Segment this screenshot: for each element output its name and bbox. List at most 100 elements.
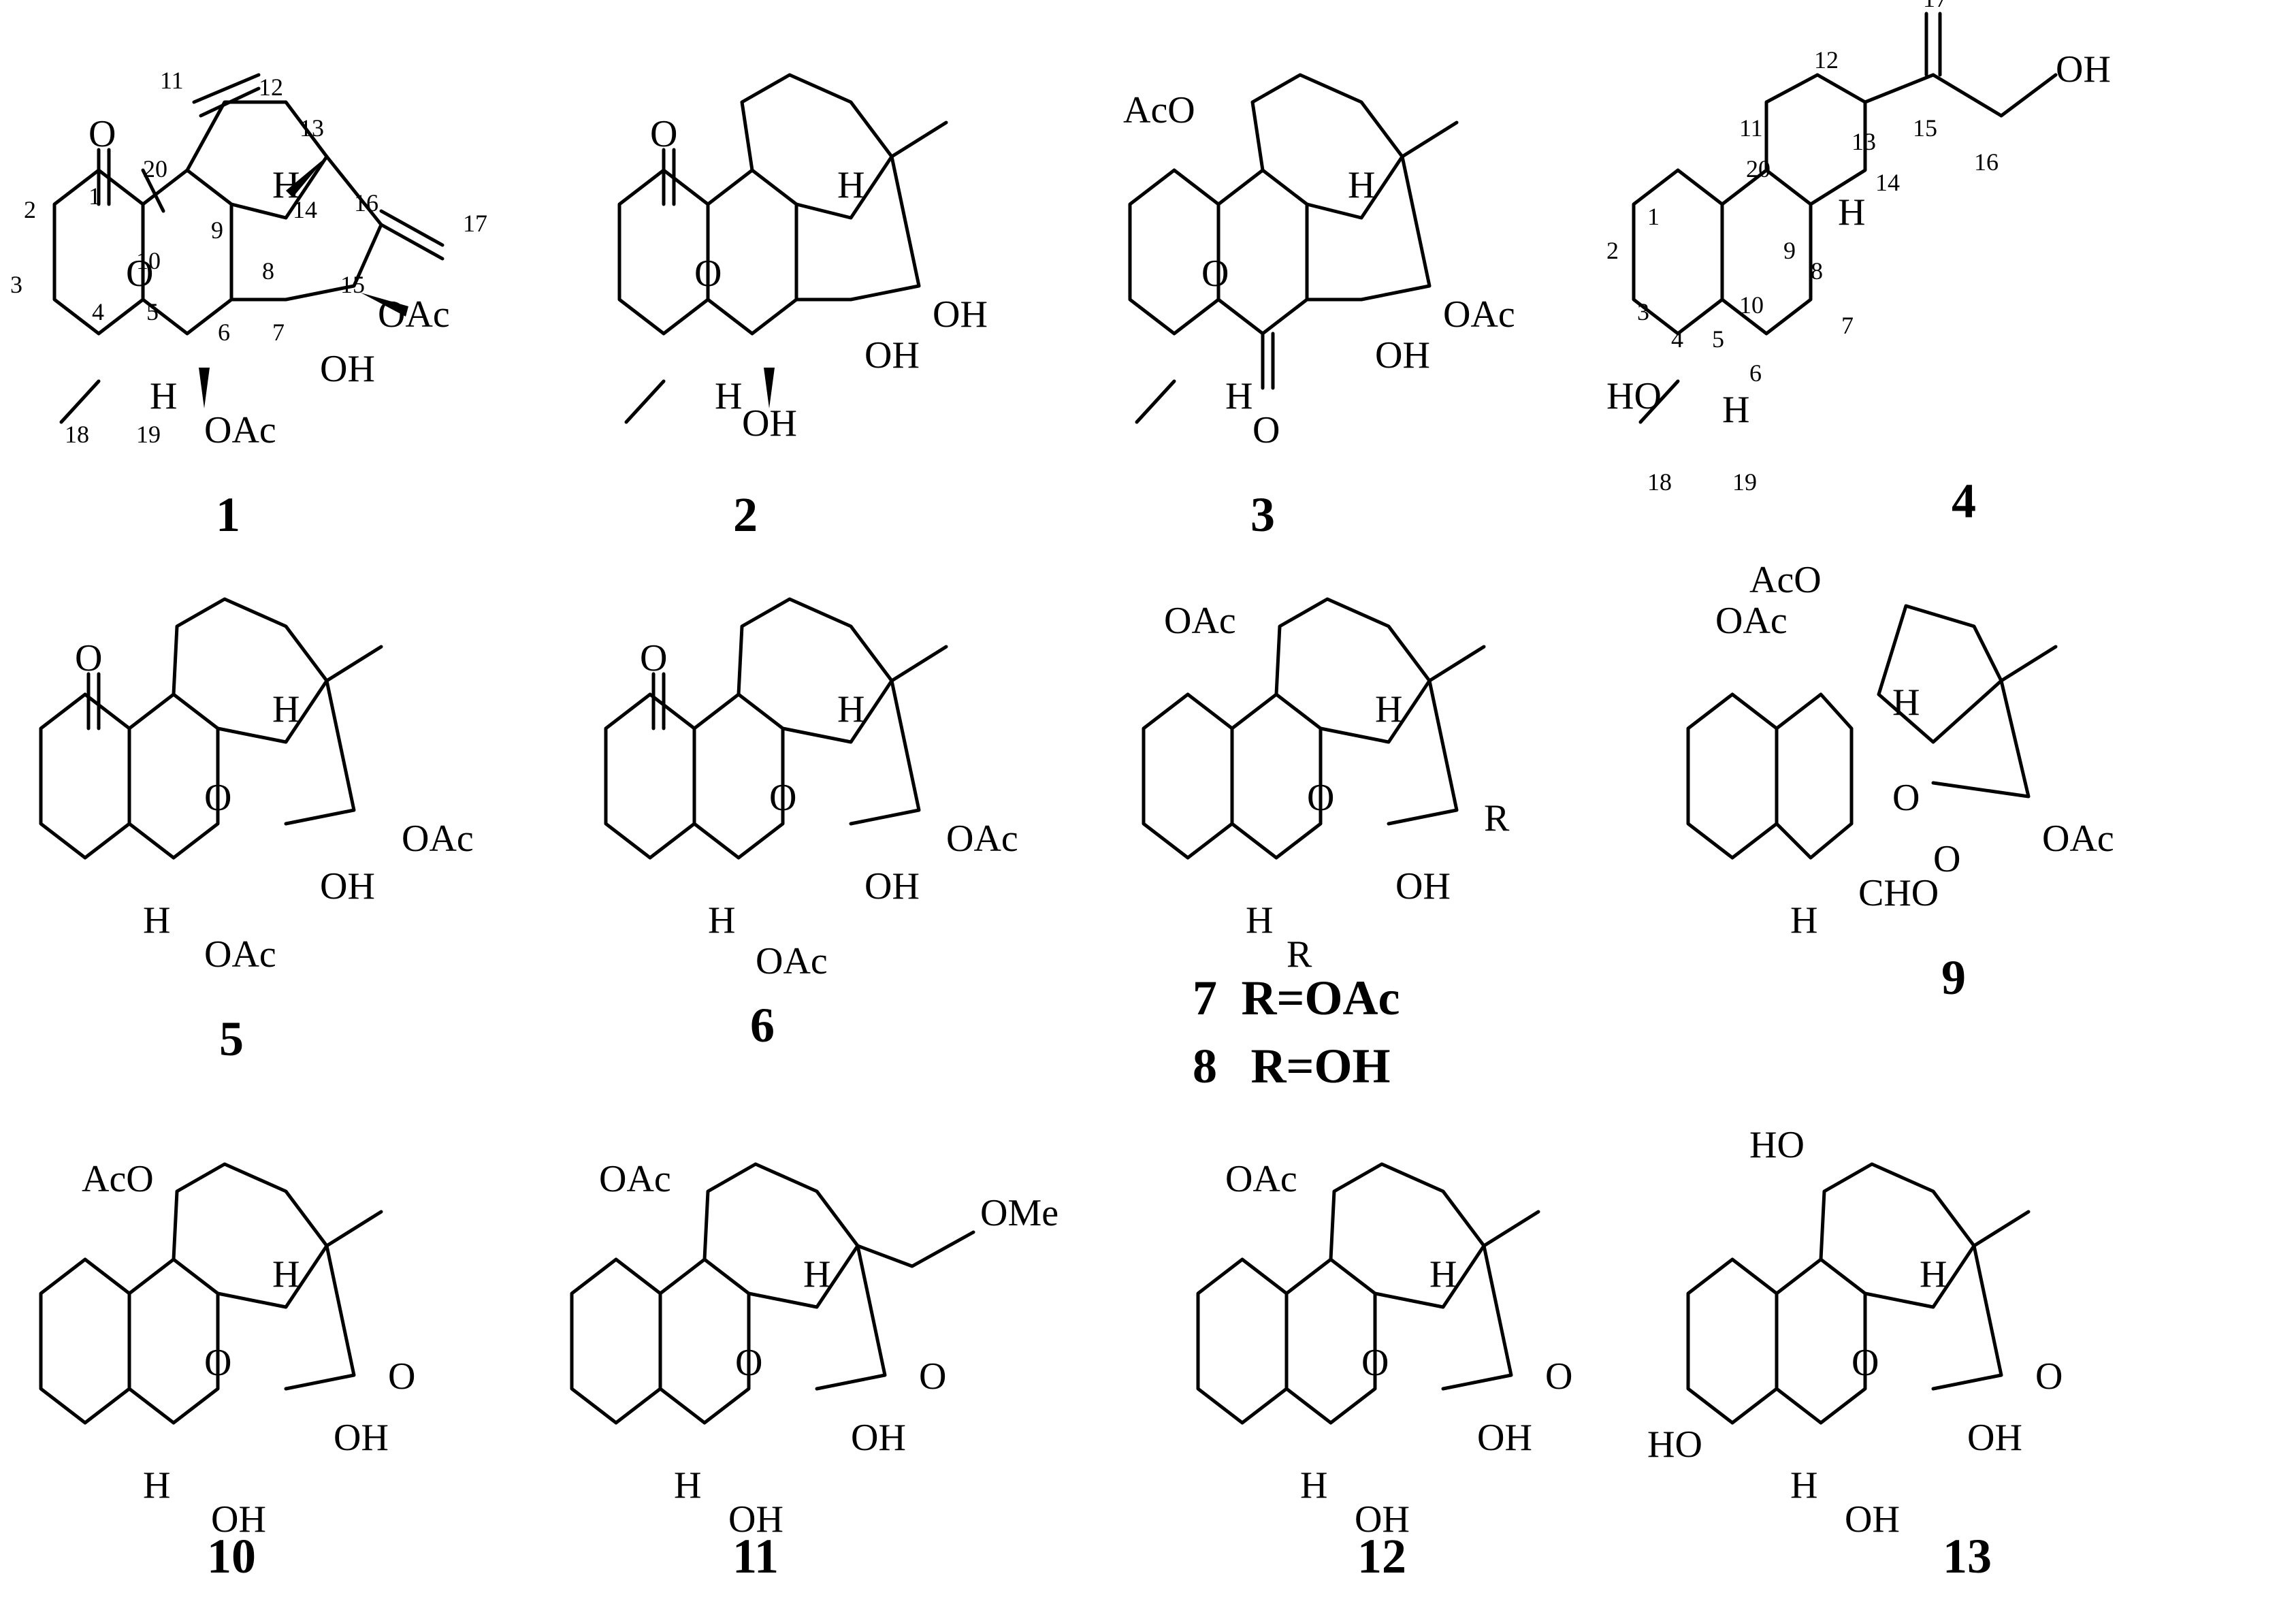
svg-text:O: O xyxy=(1307,777,1334,819)
svg-text:OAc: OAc xyxy=(946,818,1018,860)
svg-text:18: 18 xyxy=(65,421,89,448)
svg-text:OAc: OAc xyxy=(1164,600,1236,642)
svg-text:OH: OH xyxy=(334,1417,389,1459)
compound-5-structure: O O H H OH OAc OAc 5 xyxy=(39,597,474,1066)
svg-text:O: O xyxy=(694,253,722,295)
svg-text:9: 9 xyxy=(1783,237,1796,264)
compound-1-oac15: OAc xyxy=(378,293,450,336)
svg-text:H: H xyxy=(272,688,300,730)
compound-13-id: 13 xyxy=(1943,1529,1992,1583)
svg-text:AcO: AcO xyxy=(1123,89,1195,131)
compound-1-h5: H xyxy=(150,375,177,417)
svg-text:H: H xyxy=(1722,389,1749,431)
svg-text:OH: OH xyxy=(728,1498,783,1541)
svg-text:OH: OH xyxy=(851,1417,906,1459)
compound-10-id: 10 xyxy=(207,1529,256,1583)
svg-text:O: O xyxy=(919,1355,946,1398)
svg-text:O: O xyxy=(2035,1355,2063,1398)
svg-text:OH: OH xyxy=(933,293,988,336)
svg-text:OH: OH xyxy=(864,865,920,907)
svg-text:OH: OH xyxy=(742,402,797,445)
svg-text:13: 13 xyxy=(300,114,324,142)
svg-text:17: 17 xyxy=(1923,0,1947,12)
compound-1-ring-o: O xyxy=(126,253,153,295)
svg-text:6: 6 xyxy=(1749,359,1762,387)
svg-text:AcO: AcO xyxy=(82,1158,154,1200)
svg-text:OAc: OAc xyxy=(599,1158,671,1200)
compound-1-h9: H xyxy=(272,164,300,206)
svg-text:OAc: OAc xyxy=(1225,1158,1297,1200)
svg-text:5: 5 xyxy=(146,298,159,325)
compound-1-id: 1 xyxy=(216,487,240,542)
svg-text:OH: OH xyxy=(1477,1417,1532,1459)
svg-text:OMe: OMe xyxy=(980,1192,1058,1234)
svg-text:13: 13 xyxy=(1852,128,1876,155)
svg-text:O: O xyxy=(769,777,796,819)
svg-text:8: 8 xyxy=(262,257,274,285)
svg-text:12: 12 xyxy=(1814,46,1839,74)
svg-text:1: 1 xyxy=(1647,203,1660,230)
svg-text:7: 7 xyxy=(272,319,285,346)
compound-1-oh7: OH xyxy=(320,348,375,390)
svg-text:OH: OH xyxy=(320,865,375,907)
svg-text:5: 5 xyxy=(1712,325,1724,353)
svg-text:2: 2 xyxy=(24,196,36,223)
svg-text:1: 1 xyxy=(88,182,101,210)
svg-text:19: 19 xyxy=(136,421,161,448)
svg-text:O: O xyxy=(1933,838,1960,880)
svg-text:10: 10 xyxy=(136,247,161,274)
compound-10-structure: AcO O O H H OH OH 10 xyxy=(39,1158,415,1583)
svg-text:O: O xyxy=(204,777,231,819)
svg-text:O: O xyxy=(75,637,102,679)
svg-text:16: 16 xyxy=(1974,148,1999,176)
compound-4-structure: HO H H OH 17 15 16 12 13 14 11 20 1 2 3 … xyxy=(1606,0,2111,528)
svg-text:OAc: OAc xyxy=(756,940,828,982)
svg-text:H: H xyxy=(1892,681,1920,724)
svg-text:HO: HO xyxy=(1749,1124,1805,1166)
compound-11-id: 11 xyxy=(732,1529,779,1583)
svg-text:3: 3 xyxy=(1637,298,1649,325)
svg-text:H: H xyxy=(1375,688,1402,730)
svg-text:4: 4 xyxy=(1671,325,1683,353)
svg-text:OAc: OAc xyxy=(1443,293,1515,336)
compound-4-id: 4 xyxy=(1952,474,1976,528)
compound-1-oac6: OAc xyxy=(204,409,276,451)
compound-7-label: R=OAc xyxy=(1242,971,1400,1025)
compound-7-id: 7 xyxy=(1193,971,1217,1025)
svg-text:15: 15 xyxy=(1913,114,1937,142)
compound-3-structure: AcO O H H O OH OAc 3 xyxy=(1123,73,1515,542)
svg-text:2: 2 xyxy=(1606,237,1619,264)
svg-text:14: 14 xyxy=(293,196,317,223)
compound-7-8-structure: OAc O H H OH R R 7 R=OAc 8 R=OH xyxy=(1142,597,1510,1093)
svg-text:H: H xyxy=(1429,1253,1457,1295)
svg-text:6: 6 xyxy=(218,319,230,346)
svg-text:O: O xyxy=(388,1355,415,1398)
compound-8-label: R=OH xyxy=(1250,1039,1390,1093)
compound-12-structure: OAc O O H H OH OH 12 xyxy=(1196,1158,1572,1583)
svg-text:OH: OH xyxy=(2056,48,2111,91)
svg-text:7: 7 xyxy=(1841,312,1854,339)
svg-text:H: H xyxy=(1790,1464,1817,1507)
svg-text:H: H xyxy=(1348,164,1375,206)
svg-text:H: H xyxy=(708,899,735,941)
compound-11-structure: OAc O O H H OH OH OMe 11 xyxy=(570,1158,1058,1583)
svg-text:OH: OH xyxy=(1375,334,1430,376)
svg-text:O: O xyxy=(1252,409,1280,451)
svg-text:11: 11 xyxy=(1739,114,1763,142)
svg-text:16: 16 xyxy=(354,189,378,216)
svg-text:19: 19 xyxy=(1732,468,1757,496)
svg-text:14: 14 xyxy=(1875,169,1900,196)
svg-text:3: 3 xyxy=(10,271,22,298)
svg-text:H: H xyxy=(715,375,742,417)
svg-text:11: 11 xyxy=(160,67,184,94)
svg-text:H: H xyxy=(143,899,170,941)
svg-text:20: 20 xyxy=(143,155,167,182)
svg-text:O: O xyxy=(1545,1355,1572,1398)
svg-text:O: O xyxy=(204,1342,231,1384)
svg-text:O: O xyxy=(1361,1342,1389,1384)
svg-text:O: O xyxy=(1201,253,1229,295)
svg-text:9: 9 xyxy=(211,216,223,244)
svg-text:R: R xyxy=(1484,797,1510,839)
svg-text:H: H xyxy=(1300,1464,1327,1507)
